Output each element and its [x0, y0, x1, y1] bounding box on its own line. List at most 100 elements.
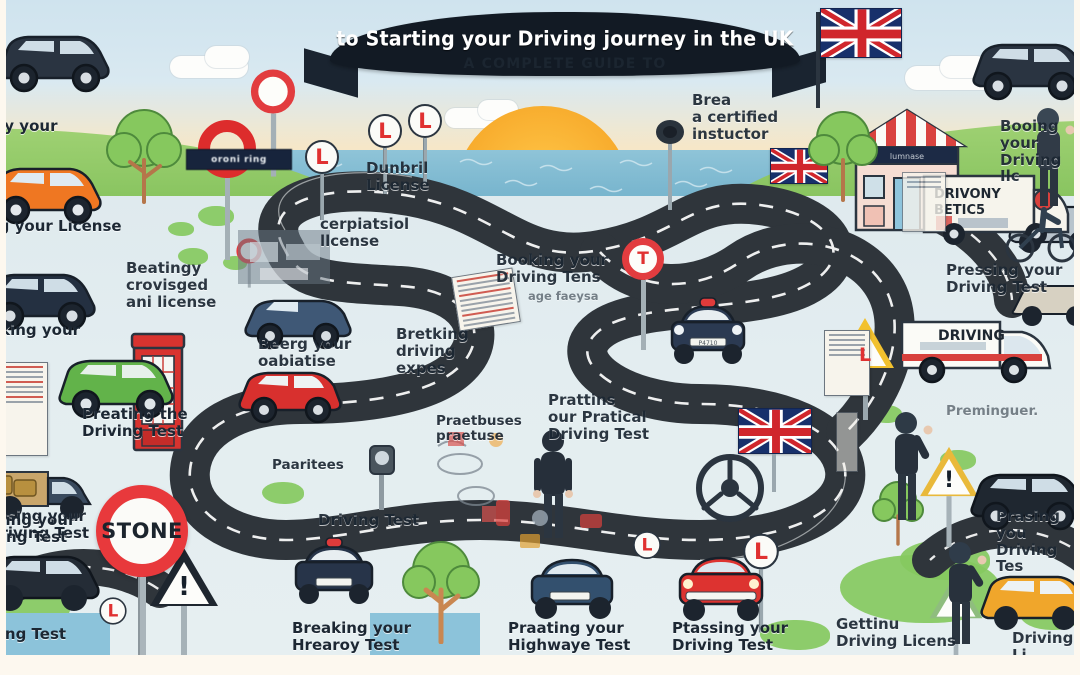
- document-left-form: [0, 362, 48, 456]
- l-plate-glyph: L: [858, 344, 872, 366]
- l-plate-sign-6: L: [633, 531, 661, 559]
- tree-right-upper: [808, 111, 878, 202]
- label-l13: Prattins our Pratical Driving Test: [548, 391, 650, 443]
- stop-sign-disc: STONE: [96, 485, 188, 577]
- police-car-bottom-left: [294, 537, 374, 604]
- doc-line: [0, 376, 43, 378]
- label-l8: cerpiatsiol llcense: [320, 215, 410, 250]
- label-l1: ity your: [0, 117, 58, 135]
- tree-bottom-center: [402, 541, 480, 644]
- svg-text:lumnase: lumnase: [890, 152, 924, 161]
- car-red-left: [238, 371, 342, 424]
- truck-text-1: DRIVONY: [934, 187, 1001, 202]
- warning-triangle-left: !: [150, 548, 218, 655]
- person-right-bottom: [949, 542, 987, 644]
- bush-13: [168, 222, 194, 236]
- car-left-lower-partial: [0, 555, 100, 611]
- car-red-bottom-center: [678, 556, 764, 621]
- triangle-shape: !: [150, 548, 218, 606]
- l-plate-disc: L: [633, 531, 661, 559]
- water-bottom-center: [370, 613, 480, 655]
- water-bottom-left: [0, 613, 110, 655]
- bush-4: [262, 482, 304, 504]
- l-plate-sign-3: L: [408, 104, 442, 184]
- cloud-2: [205, 46, 249, 68]
- car-blue-bottom-center: [530, 558, 614, 619]
- clutter-icons-center-left: [437, 432, 503, 522]
- label-l23: Praating your Highwaye Test: [508, 619, 631, 654]
- label-l25: Preminguer.: [946, 403, 1039, 419]
- steering-wheel-icon: [696, 454, 764, 522]
- label-l26: Driving Li: [1012, 629, 1074, 655]
- sign-pole: [383, 148, 387, 194]
- doc-line: [0, 381, 43, 383]
- label-l7: Beerg your oabiatise: [258, 335, 352, 370]
- round-sign-disc: T: [622, 238, 664, 280]
- sign-pole: [320, 174, 324, 220]
- bush-2: [178, 248, 208, 265]
- label-l20: Prasing you Driving Tes: [996, 507, 1060, 576]
- exclamation-glyph: !: [943, 467, 955, 493]
- doc-line: [0, 371, 43, 373]
- car-dark-right-upper: [972, 43, 1080, 101]
- document-right-sign: [824, 330, 870, 396]
- label-l22: Breaking your Hrearoy Test: [292, 619, 412, 654]
- doc-line: [0, 386, 43, 388]
- sign-pole: [270, 113, 276, 177]
- poster-title: to Starting your Driving journey in the …: [336, 27, 794, 51]
- doc-line: [907, 186, 941, 188]
- label-l27: aying your iving Test: [0, 511, 76, 546]
- sign-pole: [423, 138, 427, 184]
- l-plate-disc: L: [408, 104, 442, 138]
- van-text: DRIVING: [938, 328, 1005, 344]
- frame-right: [1074, 0, 1080, 655]
- doc-line: [907, 181, 941, 183]
- label-l14: Praetbuses praetuse: [436, 413, 522, 445]
- poster-canvas: to Starting your Driving journey in the …: [0, 0, 1080, 655]
- round-red-sign-left: [250, 69, 296, 177]
- sign-pole: [640, 280, 646, 350]
- exclamation-glyph: !: [178, 572, 190, 602]
- union-jack-icon: [820, 8, 902, 58]
- sign-pole: [138, 577, 146, 655]
- sign-pole: [181, 606, 187, 655]
- round-sign-disc: [250, 69, 296, 114]
- label-l18: Booing your Driving Ilc: [1000, 117, 1062, 186]
- union-jack-icon: [738, 408, 812, 454]
- triangle-shape: !: [920, 446, 978, 497]
- label-l2: ng your License: [0, 217, 122, 235]
- traffic-camera-icon: [656, 120, 684, 210]
- l-plate-disc: L: [368, 114, 402, 148]
- police-car-center: P4710: [670, 297, 746, 364]
- doc-line: [829, 344, 865, 346]
- traffic-light-icon: [369, 445, 395, 510]
- l-plate-disc: L: [305, 140, 339, 174]
- car-green: [58, 359, 174, 419]
- doc-line: [829, 354, 865, 356]
- label-l21: Gettinu Driving Licens: [836, 615, 956, 650]
- l-plate-sign-1: L: [305, 140, 339, 220]
- doc-line: [0, 366, 43, 368]
- car-yellow-bottom-right: [980, 575, 1080, 630]
- l-plate-disc: L: [743, 533, 779, 570]
- person-center: [533, 430, 573, 538]
- label-l5: assing your Driving Test: [0, 507, 90, 542]
- label-l3: aking your: [0, 321, 81, 339]
- svg-text:P4710: P4710: [699, 340, 718, 347]
- clutter-icons-left-mid: [238, 230, 330, 284]
- truck-text-2: BETIC5: [934, 203, 985, 218]
- flag-pole: [816, 12, 820, 108]
- roundel-nameplate: oroni ring: [186, 149, 292, 170]
- label-l9: Dunbril License: [366, 159, 430, 194]
- car-orange-left: [0, 167, 102, 225]
- doc-line: [907, 176, 941, 178]
- l-plate-disc: L: [99, 597, 127, 625]
- motorcycle-rider-right: [1005, 189, 1077, 263]
- label-l24: Ptassing your Driving Test: [672, 619, 789, 654]
- car-top-left: [0, 35, 110, 93]
- billboard-right: [836, 412, 858, 472]
- doc-line: [0, 401, 43, 403]
- sign-pole: [946, 496, 952, 548]
- doc-line: [829, 334, 865, 336]
- sign-pole: [224, 178, 230, 260]
